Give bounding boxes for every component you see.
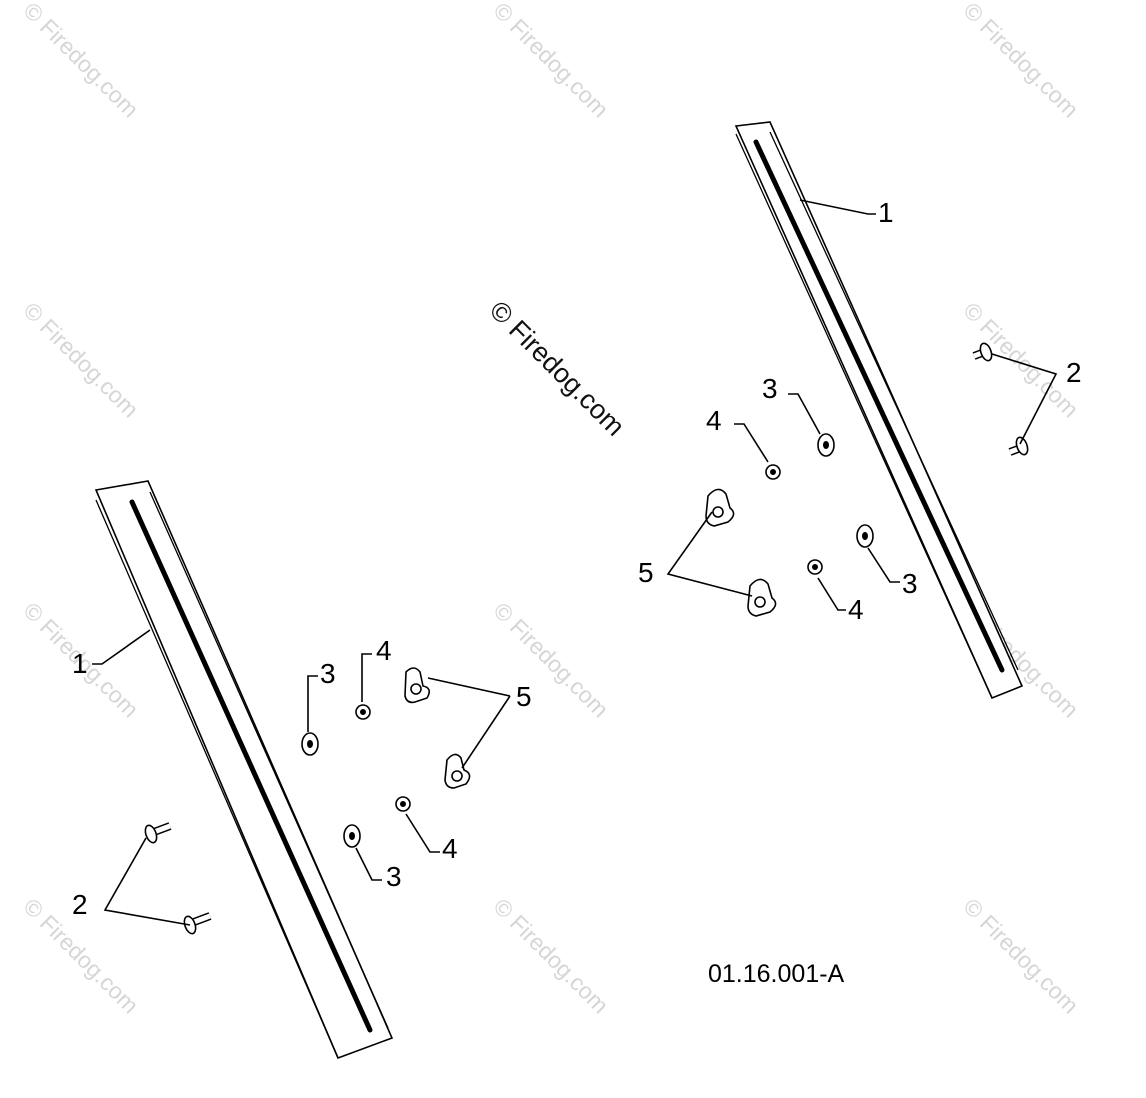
watermark-center: © Firedog.com <box>484 295 631 442</box>
leader-5-right <box>666 511 753 597</box>
washer-right-bottom <box>856 524 874 548</box>
callout-2-left: 2 <box>72 889 88 920</box>
callout-5-right: 5 <box>638 557 654 588</box>
washer-left-top <box>301 732 319 756</box>
wing-nut-left-top <box>404 667 431 704</box>
callout-4-left-top: 4 <box>376 635 392 666</box>
wing-nut-right-top <box>705 488 735 527</box>
nut-left-top <box>355 704 371 720</box>
washer-left-bottom <box>343 824 361 848</box>
watermark-text: © Firedog.com <box>488 893 613 1018</box>
right-assembly: 1 2 3 4 5 3 4 <box>638 121 1082 700</box>
rail-right <box>734 121 1024 700</box>
leader-2-left <box>103 837 191 926</box>
callout-4-right-bottom: 4 <box>848 594 864 625</box>
callout-1-right: 1 <box>878 197 894 228</box>
nut-right-bottom <box>807 559 823 575</box>
callout-3-left-top: 3 <box>320 658 336 689</box>
wing-nut-left-bottom <box>444 753 471 789</box>
watermark-text: © Firedog.com <box>488 597 613 722</box>
rail-left <box>94 480 394 1060</box>
leader-4-right-bottom <box>817 577 846 611</box>
leader-5-left <box>427 677 511 769</box>
leader-2-right <box>991 353 1058 445</box>
watermark-text: © Firedog.com <box>488 0 613 122</box>
callout-4-right-top: 4 <box>706 405 722 436</box>
nut-left-bottom <box>395 796 411 812</box>
leader-1-right <box>799 199 876 215</box>
callout-3-right-top: 3 <box>762 373 778 404</box>
callout-5-left: 5 <box>516 681 532 712</box>
callout-3-right-bottom: 3 <box>902 568 918 599</box>
callout-4-left-bottom: 4 <box>442 833 458 864</box>
nut-right-top <box>765 464 781 480</box>
washer-right-top <box>817 433 835 457</box>
leader-3-left-top <box>307 675 318 732</box>
diagram-code: 01.16.001-A <box>708 960 845 988</box>
bolt-right-top <box>972 342 993 362</box>
watermark-text: © Firedog.com <box>18 297 143 422</box>
watermark-text: © Firedog.com <box>958 0 1083 122</box>
leader-4-right-top <box>734 423 769 463</box>
watermark-text: © Firedog.com <box>18 0 143 122</box>
leader-3-right-bottom <box>867 547 900 583</box>
watermark-text: © Firedog.com <box>958 893 1083 1018</box>
leader-4-left-bottom <box>405 813 440 853</box>
callout-1-left: 1 <box>72 648 88 679</box>
bolt-right-bottom <box>1008 436 1029 456</box>
callout-2-right: 2 <box>1066 357 1082 388</box>
leader-1-left <box>92 629 151 665</box>
left-assembly: 1 2 3 4 5 3 4 <box>72 480 532 1060</box>
callout-3-left-bottom: 3 <box>386 861 402 892</box>
leader-3-right-top <box>788 393 821 435</box>
leader-3-left-bottom <box>355 847 382 881</box>
leader-4-left-top <box>361 653 372 702</box>
bolt-left-top <box>144 822 172 844</box>
watermark-text: © Firedog.com <box>958 297 1083 422</box>
wing-nut-right-bottom <box>747 578 777 617</box>
